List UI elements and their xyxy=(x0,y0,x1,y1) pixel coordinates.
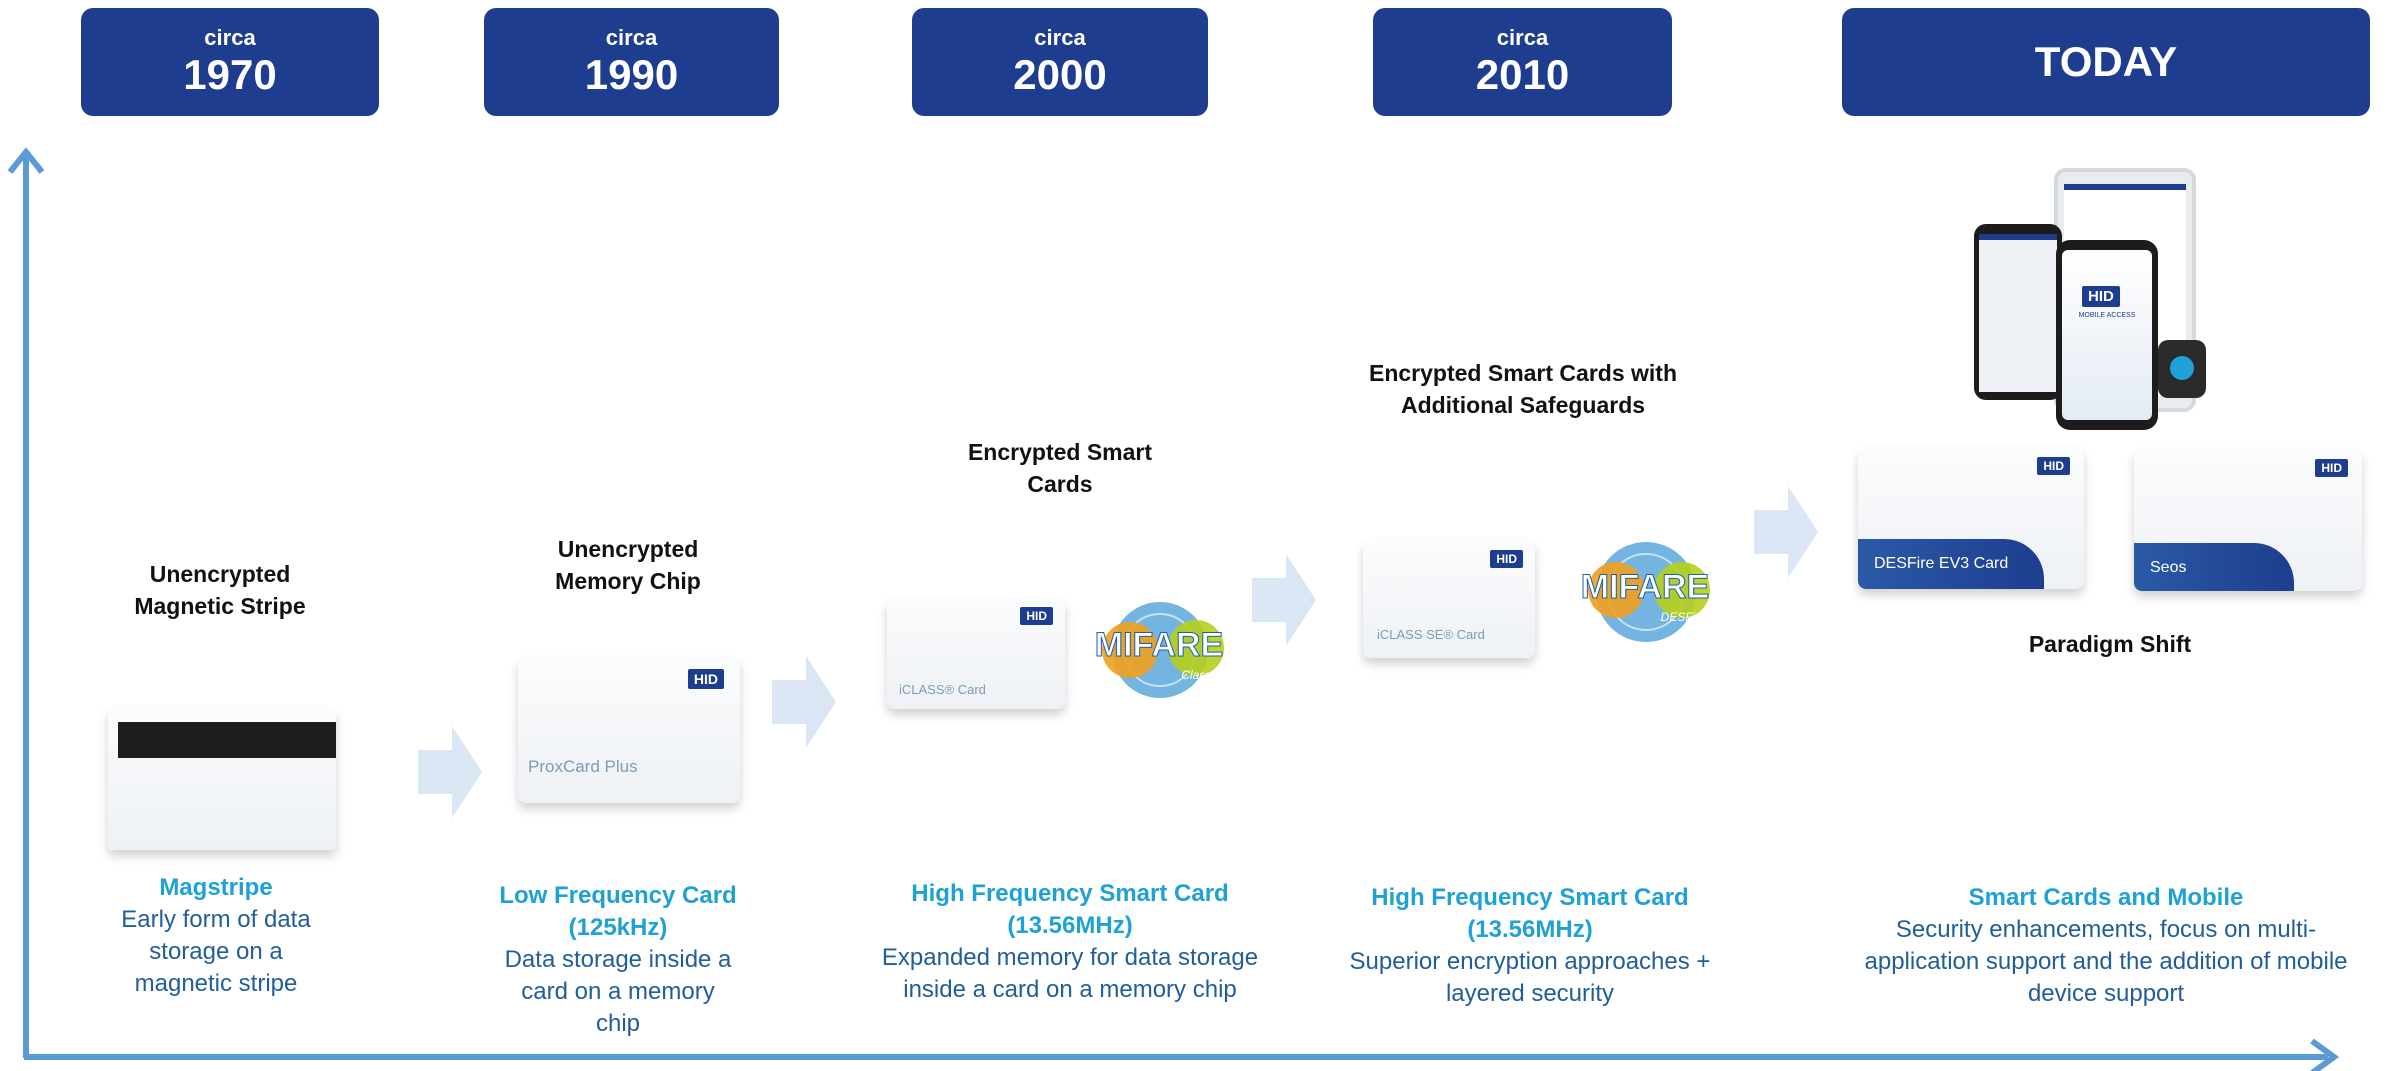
card-band xyxy=(1858,539,2044,589)
caption-1970: Magstripe Early form of data storage on … xyxy=(66,872,366,1000)
era-year: 1990 xyxy=(584,51,679,98)
caption-1990: Low Frequency Card (125kHz) Data storage… xyxy=(468,880,768,1040)
title-line: Paradigm Shift xyxy=(2028,631,2192,657)
card-label: DESFire EV3 Card xyxy=(1874,555,2009,572)
phone-icon xyxy=(1974,224,2062,400)
magstripe-card-image xyxy=(108,708,336,850)
title-today: Paradigm Shift xyxy=(1960,628,2260,660)
title-line: Memory Chip xyxy=(555,568,701,594)
era-circa: circa xyxy=(204,25,256,50)
title-line: Unencrypted xyxy=(149,561,291,587)
phone-icon: HID MOBILE ACCESS xyxy=(2056,240,2158,430)
mifare-word: MIFARE xyxy=(1094,626,1224,665)
iclass-card-image: HID iCLASS® Card xyxy=(887,597,1065,709)
caption-title: (125kHz) xyxy=(568,914,668,941)
title-line: Magnetic Stripe xyxy=(134,593,306,619)
caption-line: Data storage inside a xyxy=(504,946,732,973)
magnetic-stripe xyxy=(118,722,336,758)
seos-card-image: HID Seos xyxy=(2134,449,2362,591)
era-year: 1970 xyxy=(183,51,277,98)
proxcard-image: HID ProxCard Plus xyxy=(518,657,740,803)
era-today: TODAY xyxy=(1842,8,2370,116)
era-circa: circa xyxy=(1496,25,1549,50)
era-2010: circa 2010 xyxy=(1373,8,1672,116)
title-line: Unencrypted xyxy=(557,536,699,562)
era-2000: circa 2000 xyxy=(912,8,1208,116)
hid-logo: HID xyxy=(2037,457,2070,475)
title-line: Encrypted Smart Cards with xyxy=(1368,360,1678,386)
caption-line: magnetic stripe xyxy=(134,970,298,997)
caption-line: storage on a xyxy=(149,938,283,965)
title-1990: Unencrypted Memory Chip xyxy=(478,533,778,597)
card-label: Seos xyxy=(2150,559,2187,576)
progress-arrow-1 xyxy=(418,726,482,818)
smartwatch-icon xyxy=(2158,340,2206,398)
era-1990: circa 1990 xyxy=(484,8,779,116)
era-1970: circa 1970 xyxy=(81,8,379,116)
desfire-card-image: HID DESFire EV3 Card xyxy=(1858,447,2084,589)
caption-2010: High Frequency Smart Card (13.56MHz) Sup… xyxy=(1320,882,1740,1010)
caption-line: application support and the addition of … xyxy=(1864,948,2348,975)
caption-line: chip xyxy=(595,1010,641,1037)
mifare-variant: Classic xyxy=(1181,668,1220,682)
caption-title: Smart Cards and Mobile xyxy=(1968,884,2244,911)
caption-title: High Frequency Smart Card xyxy=(1371,884,1689,911)
caption-title: Low Frequency Card xyxy=(499,882,737,909)
card-label: iCLASS SE® Card xyxy=(1377,627,1485,642)
title-line: Encrypted Smart xyxy=(967,439,1153,465)
mifare-classic-logo: MIFARE Classic xyxy=(1086,600,1232,700)
progress-arrow-3 xyxy=(1252,554,1316,646)
hid-logo: HID xyxy=(2315,459,2348,477)
caption-line: device support xyxy=(2027,980,2185,1007)
caption-line: card on a memory xyxy=(521,978,715,1005)
card-label: ProxCard Plus xyxy=(528,757,638,776)
caption-line: Security enhancements, focus on multi- xyxy=(1895,916,2317,943)
title-2000: Encrypted Smart Cards xyxy=(910,436,1210,500)
caption-title: (13.56MHz) xyxy=(1007,912,1133,939)
caption-today: Smart Cards and Mobile Security enhancem… xyxy=(1836,882,2376,1010)
era-year: 2010 xyxy=(1475,51,1570,98)
era-circa: circa xyxy=(605,25,658,50)
title-1970: Unencrypted Magnetic Stripe xyxy=(70,558,370,622)
hid-logo: HID xyxy=(2082,286,2120,307)
caption-line: Expanded memory for data storage xyxy=(881,944,1259,971)
hid-logo: HID xyxy=(1490,550,1523,568)
caption-line: Early form of data xyxy=(121,906,311,933)
title-line: Cards xyxy=(1027,471,1093,497)
era-year: 2000 xyxy=(1013,51,1107,98)
caption-2000: High Frequency Smart Card (13.56MHz) Exp… xyxy=(860,878,1280,1006)
caption-line: layered security xyxy=(1445,980,1615,1007)
title-line: Additional Safeguards xyxy=(1400,392,1646,418)
caption-line: Superior encryption approaches + xyxy=(1349,948,1711,975)
card-band xyxy=(2134,543,2294,591)
caption-title: (13.56MHz) xyxy=(1467,916,1593,943)
progress-arrow-2 xyxy=(772,656,836,748)
mifare-word: MIFARE xyxy=(1580,568,1710,607)
mifare-desfire-logo: MIFARE DESFire xyxy=(1572,540,1718,644)
era-today-label: TODAY xyxy=(2034,38,2178,85)
hid-logo: HID xyxy=(1020,607,1053,625)
era-circa: circa xyxy=(1034,25,1086,50)
iclass-se-card-image: HID iCLASS SE® Card xyxy=(1363,540,1535,658)
mobile-access-label: MOBILE ACCESS xyxy=(2078,312,2136,319)
mobile-devices-image: HID MOBILE ACCESS xyxy=(1974,168,2224,430)
hid-logo: HID xyxy=(687,669,724,689)
caption-title: Magstripe xyxy=(159,874,273,901)
progress-arrow-4 xyxy=(1754,486,1818,578)
mifare-variant: DESFire xyxy=(1660,610,1706,624)
title-2010: Encrypted Smart Cards with Additional Sa… xyxy=(1323,357,1723,421)
caption-title: High Frequency Smart Card xyxy=(911,880,1229,907)
card-label: iCLASS® Card xyxy=(899,682,986,697)
caption-line: inside a card on a memory chip xyxy=(903,976,1237,1003)
